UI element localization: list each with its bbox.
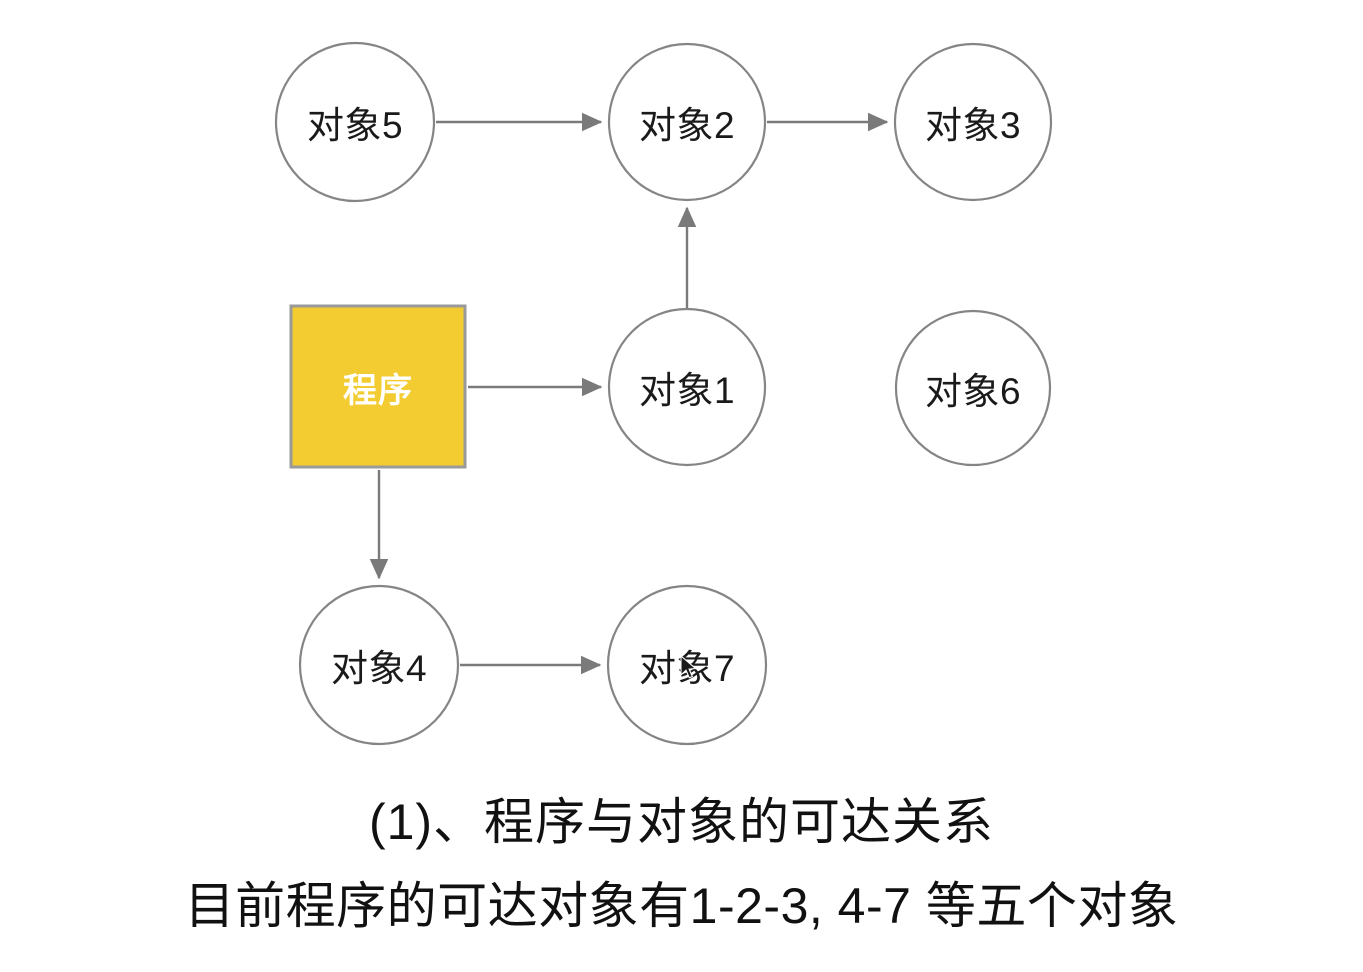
node-obj7-shape[interactable]	[606, 584, 768, 746]
node-program-shape[interactable]	[289, 304, 467, 469]
node-obj3-shape[interactable]	[893, 42, 1053, 202]
caption-title: (1)、程序与对象的可达关系	[368, 794, 995, 850]
node-obj5-shape[interactable]	[274, 41, 436, 203]
node-obj6-shape[interactable]	[894, 309, 1052, 467]
node-obj4-shape[interactable]	[298, 584, 460, 746]
node-obj2-shape[interactable]	[607, 42, 767, 202]
caption-detail: 目前程序的可达对象有1-2-3, 4-7 等五个对象	[184, 878, 1179, 934]
node-obj1-shape[interactable]	[607, 307, 767, 467]
